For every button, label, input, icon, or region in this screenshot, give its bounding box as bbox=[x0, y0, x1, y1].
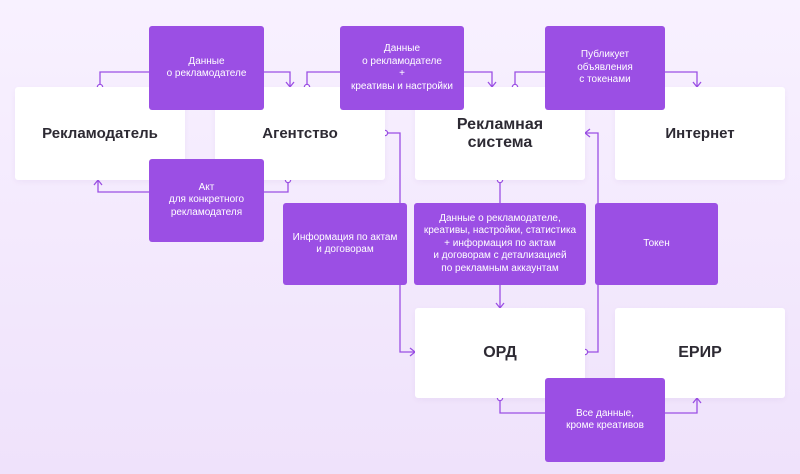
node-ord-label: ОРД bbox=[483, 344, 517, 361]
label-publishes-ads: Публикует объявления с токенами bbox=[545, 26, 665, 110]
arrow-head bbox=[583, 128, 591, 138]
label-advertiser-data-creatives: Данные о рекламодателе + креативы и наст… bbox=[340, 26, 464, 110]
label-advertiser-data-text: Данные о рекламодателе bbox=[166, 55, 247, 80]
node-internet-label: Интернет bbox=[665, 124, 735, 142]
label-full-data: Данные о рекламодателе, креативы, настро… bbox=[414, 203, 586, 285]
node-agency-label: Агентство bbox=[262, 124, 338, 142]
label-advertiser-data: Данные о рекламодателе bbox=[149, 26, 264, 110]
node-erir-label: ЕРИР bbox=[678, 344, 722, 361]
label-full-data-text: Данные о рекламодателе, креативы, настро… bbox=[423, 212, 577, 274]
label-act-text: Акт для конкретного рекламодателя bbox=[168, 181, 245, 218]
arrow-head bbox=[692, 396, 702, 404]
node-advertiser-label: Рекламодатель bbox=[42, 124, 158, 142]
arrow-head bbox=[93, 178, 103, 186]
node-ad-system-label: Рекламная система bbox=[456, 115, 544, 151]
label-token: Токен bbox=[595, 203, 718, 285]
label-publishes-ads-text: Публикует объявления с токенами bbox=[577, 49, 633, 86]
label-all-except-creatives-text: Все данные, кроме креативов bbox=[566, 407, 644, 432]
label-token-text: Токен bbox=[643, 237, 670, 249]
label-advertiser-data-creatives-text: Данные о рекламодателе + креативы и наст… bbox=[351, 43, 453, 92]
node-internet: Интернет bbox=[615, 87, 785, 180]
label-act: Акт для конкретного рекламодателя bbox=[149, 159, 264, 242]
label-acts-info: Информация по актам и договорам bbox=[283, 203, 407, 285]
label-acts-info-text: Информация по актам и договорам bbox=[292, 231, 398, 256]
label-all-except-creatives: Все данные, кроме креативов bbox=[545, 378, 665, 462]
